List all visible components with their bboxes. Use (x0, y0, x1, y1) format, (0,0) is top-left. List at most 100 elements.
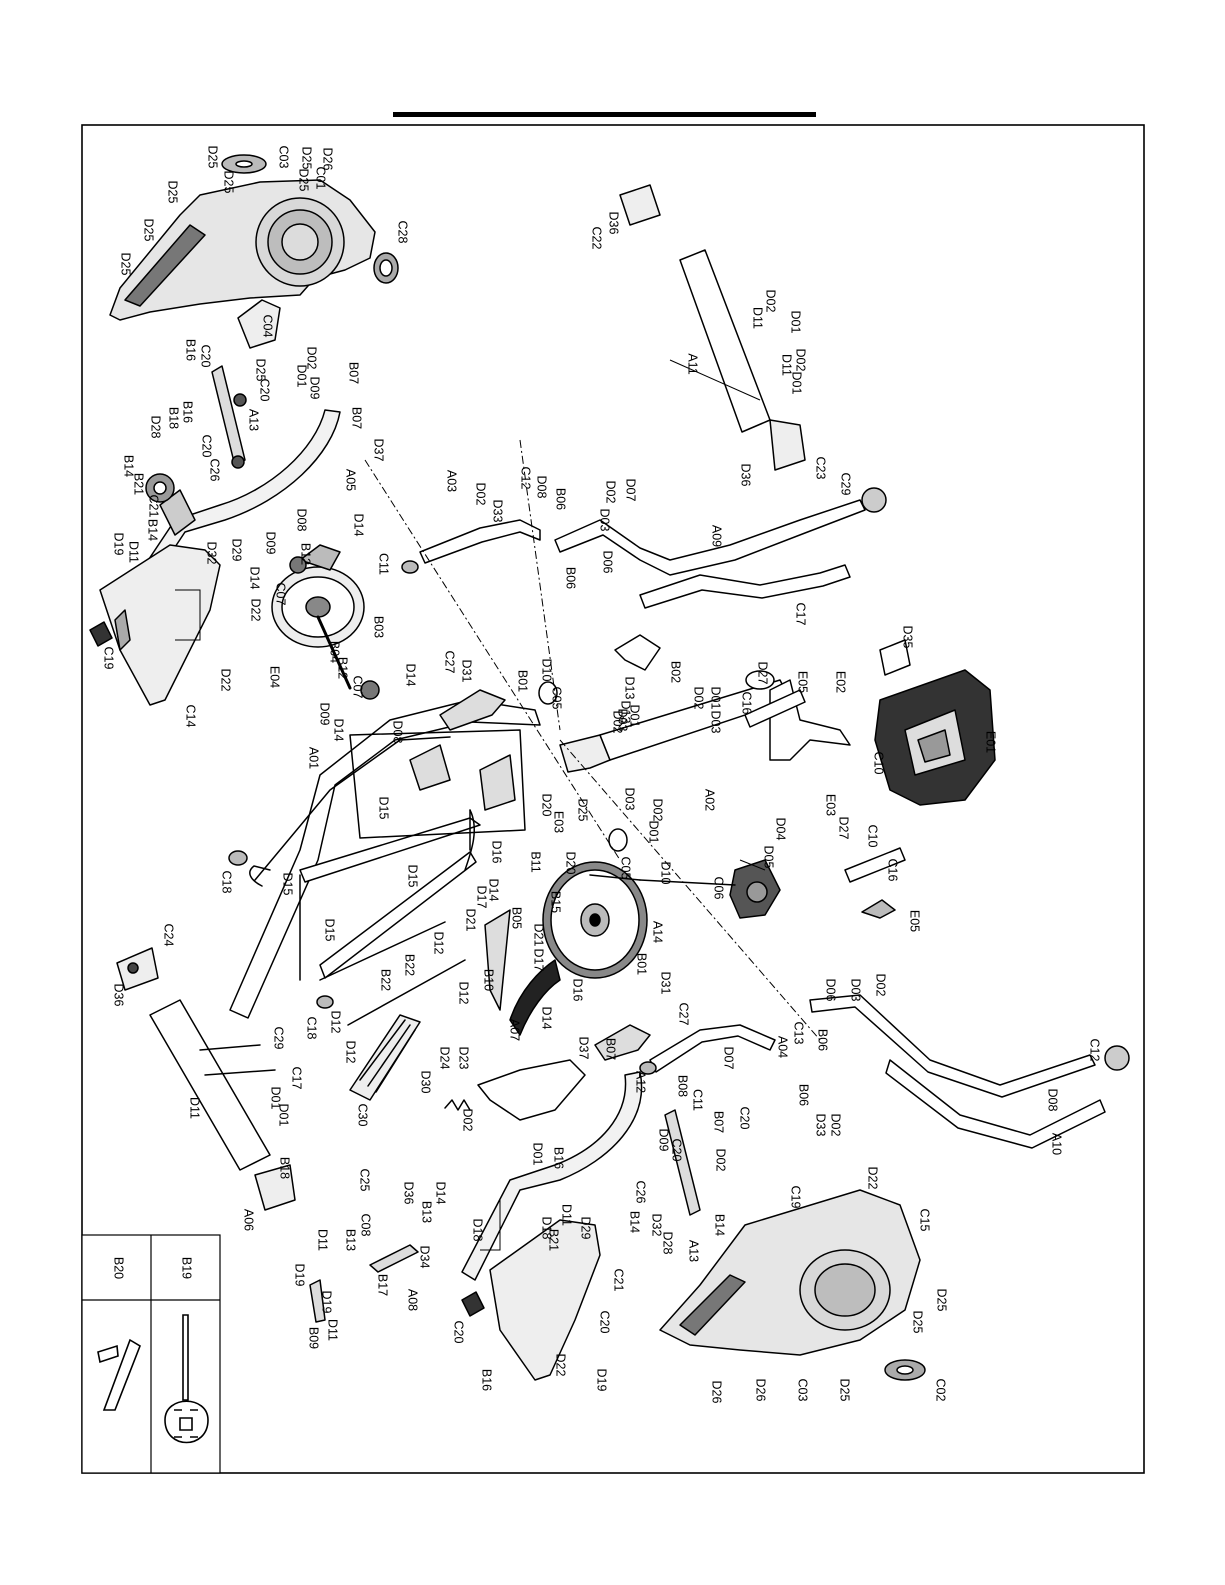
part-label-d07: D07 (624, 479, 638, 502)
combination-wrench-icon (164, 1314, 209, 1444)
part-label-d02: D02 (764, 290, 778, 313)
part-label-a12: A12 (634, 1071, 648, 1093)
part-label-d32: D32 (205, 542, 219, 565)
pedal-c14 (99, 544, 221, 706)
link-b09 (309, 1279, 326, 1323)
part-label-c05: C05 (550, 687, 564, 710)
part-label-b03: B03 (372, 616, 386, 638)
part-label-e04: E04 (268, 666, 282, 688)
part-label-d21: D21 (532, 924, 546, 947)
part-label-c17: C17 (794, 603, 808, 626)
part-label-d12: D12 (432, 932, 446, 955)
brake-shoe-a07 (509, 959, 561, 1036)
part-label-c21: C21 (147, 495, 161, 518)
part-label-c22: C22 (590, 227, 604, 250)
part-label-c21: C21 (612, 1269, 626, 1292)
handle-a09 (554, 499, 866, 576)
part-label-d26: D26 (710, 1381, 724, 1404)
part-label-c11: C11 (377, 553, 391, 575)
part-label-a08: A08 (406, 1289, 420, 1311)
part-label-d14: D14 (352, 514, 366, 537)
part-label-d36: D36 (402, 1182, 416, 1205)
part-label-d24: D24 (438, 1047, 452, 1070)
part-label-d11: D11 (560, 1204, 574, 1226)
end-cap-c18-lower (316, 995, 334, 1009)
part-label-d02: D02 (874, 974, 888, 997)
part-label-d20: D20 (540, 794, 554, 817)
part-label-b22: B22 (403, 954, 417, 976)
part-label-d04: D04 (774, 818, 788, 841)
part-label-a10: A10 (1050, 1133, 1064, 1155)
part-label-d01: D01 (789, 311, 803, 334)
part-label-b07: B07 (604, 1038, 618, 1060)
end-cap-c19-left (89, 621, 113, 647)
part-label-d14: D14 (404, 664, 418, 687)
part-label-a13: A13 (247, 409, 261, 431)
bracket-b02 (614, 634, 661, 671)
handle-a04 (649, 1024, 776, 1073)
part-label-d01: D01 (790, 372, 804, 395)
part-label-d17: D17 (475, 886, 489, 909)
link-arm-a13-lower (664, 1109, 701, 1216)
allen-key-icon (97, 1338, 141, 1411)
part-label-d36: D36 (607, 212, 621, 235)
part-label-d26: D26 (321, 148, 335, 171)
brake-b10 (484, 909, 511, 1011)
part-label-d05: D05 (762, 846, 776, 869)
part-label-c16: C16 (886, 859, 900, 882)
part-label-d29: D29 (230, 539, 244, 562)
part-label-d32: D32 (650, 1214, 664, 1237)
part-label-b08: B08 (676, 1075, 690, 1097)
part-label-d28: D28 (661, 1232, 675, 1255)
part-label-b16: B16 (181, 401, 195, 423)
part-label-b04: B04 (328, 641, 342, 663)
part-label-b06: B06 (816, 1029, 830, 1051)
part-label-d02: D02 (611, 711, 625, 734)
part-label-d02: D02 (604, 481, 618, 504)
part-label-d03: D03 (616, 709, 630, 732)
part-label-d27: D27 (756, 662, 770, 685)
part-label-d03: D03 (623, 788, 637, 811)
part-label-d19: D19 (595, 1369, 609, 1392)
part-label-d18: D18 (540, 1217, 554, 1240)
part-label-a13: A13 (687, 1240, 701, 1262)
part-label-c03: C03 (277, 146, 291, 169)
link-a08 (369, 1244, 419, 1273)
part-label-b18: B18 (278, 1157, 292, 1179)
part-label-d25: D25 (838, 1379, 852, 1402)
part-label-d08: D08 (535, 476, 549, 499)
part-label-d22: D22 (219, 669, 233, 692)
part-label-b12: B12 (336, 657, 350, 679)
part-label-d34: D34 (418, 1246, 432, 1269)
part-label-d36: D36 (739, 464, 753, 487)
rod-b22-lower (347, 959, 466, 1026)
part-label-d31: D31 (460, 660, 474, 683)
part-label-c06: C06 (712, 877, 726, 900)
part-label-b07: B07 (347, 362, 361, 384)
part-label-d15: D15 (406, 865, 420, 888)
part-label-b12: B12 (299, 543, 313, 565)
part-label-c25: C25 (358, 1169, 372, 1192)
part-label-a11: A11 (686, 353, 700, 374)
part-label-c19: C19 (789, 1186, 803, 1209)
part-label-d02: D02 (794, 349, 808, 372)
part-label-b11: B11 (529, 851, 543, 872)
part-label-d22: D22 (554, 1354, 568, 1377)
part-label-b14: B14 (146, 519, 160, 541)
part-label-b16: B16 (184, 339, 198, 361)
part-label-e02: E02 (834, 671, 848, 693)
part-label-b01: B01 (516, 670, 530, 692)
rod-b22-upper (319, 921, 446, 981)
part-label-d36: D36 (112, 984, 126, 1007)
part-label-d25: D25 (297, 169, 311, 192)
part-label-b16: B16 (480, 1369, 494, 1391)
part-label-d37: D37 (577, 1037, 591, 1060)
pedal-arm-a06 (461, 1071, 643, 1281)
part-label-d25: D25 (222, 171, 236, 194)
part-label-c05: C05 (619, 857, 633, 880)
assembly-lines (175, 359, 821, 1251)
part-label-d30: D30 (419, 1071, 433, 1094)
part-label-d14: D14 (540, 1007, 554, 1030)
post-cover-c23 (769, 419, 806, 471)
